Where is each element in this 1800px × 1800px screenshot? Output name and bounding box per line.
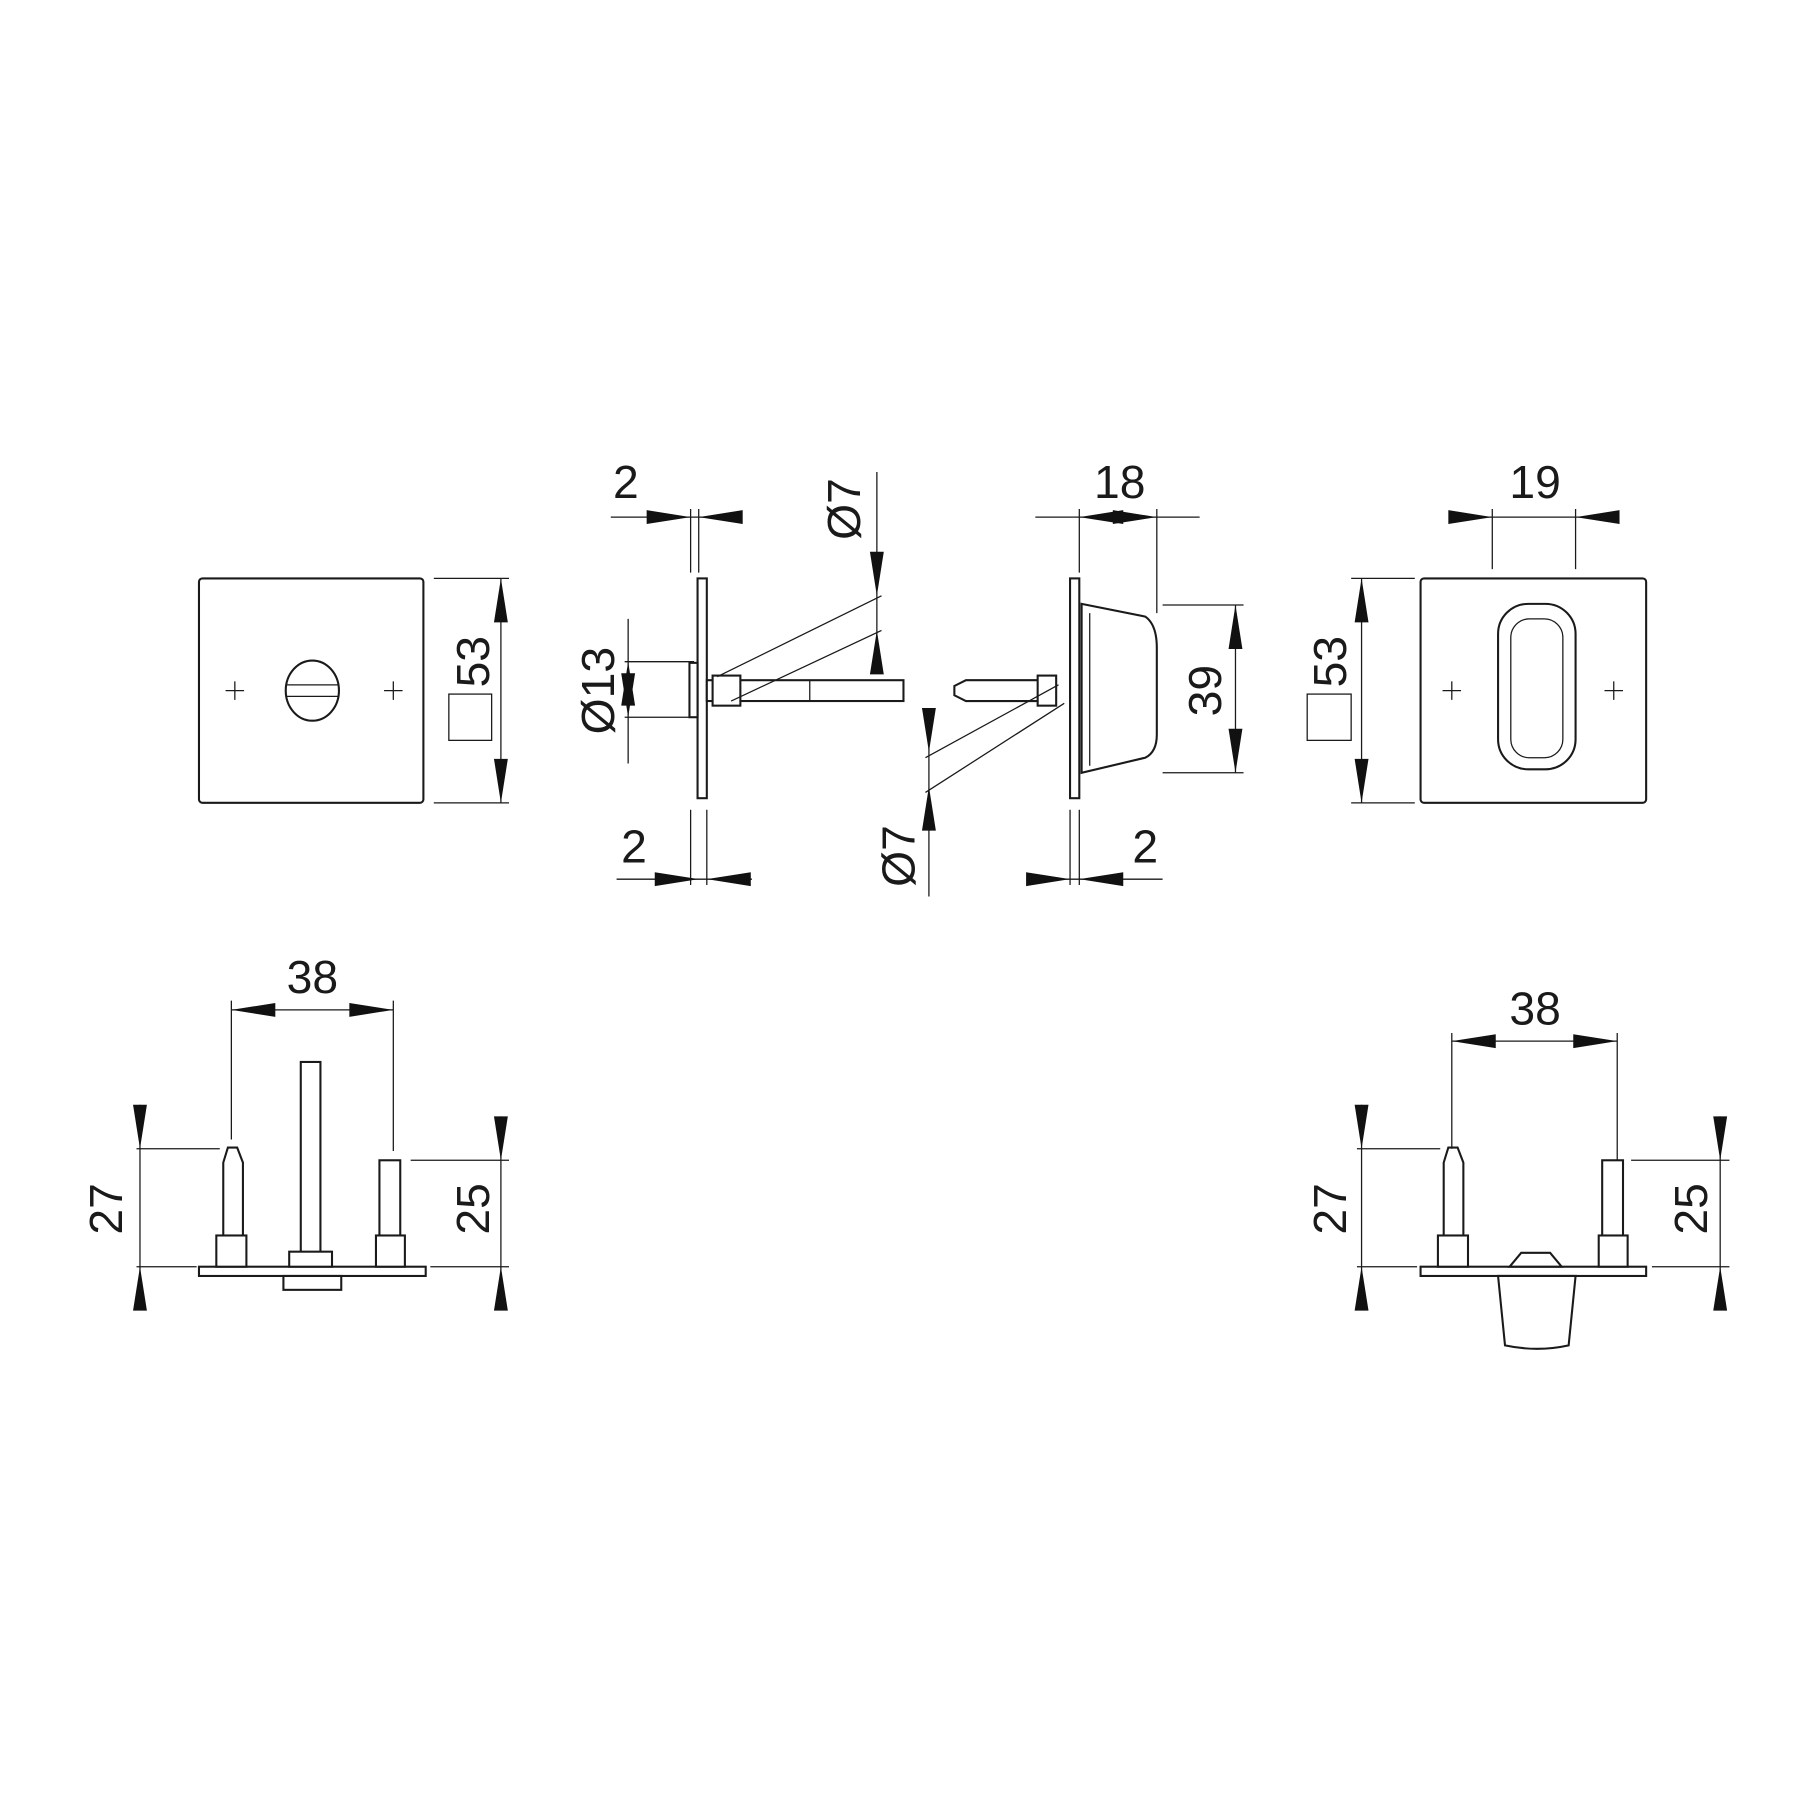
- dim-plate-thickness-top-left: 2: [613, 456, 639, 508]
- arrowhead-icon: [621, 673, 636, 718]
- left-rosette-top-view: 38 27 25: [80, 951, 509, 1308]
- square-symbol-icon: [1306, 693, 1352, 741]
- arrowhead-icon: [493, 1266, 508, 1311]
- dim-spindle-dia-bottom: Ø7: [873, 825, 925, 887]
- arrowhead-icon: [921, 786, 936, 831]
- arrowhead-icon: [1451, 1034, 1496, 1049]
- dim-rosette-size-left: 53: [447, 636, 499, 687]
- arrowhead-icon: [1448, 510, 1493, 525]
- arrowhead-icon: [1079, 510, 1124, 525]
- left-rosette-front-view: 53: [197, 577, 509, 804]
- arrowhead-icon: [231, 1002, 276, 1017]
- arrowhead-icon: [493, 758, 508, 803]
- dim-knob-depth: 18: [1094, 456, 1145, 508]
- arrowhead-icon: [1112, 510, 1157, 525]
- arrowhead-icon: [1354, 1104, 1369, 1149]
- arrowhead-icon: [1575, 510, 1620, 525]
- right-rosette-top-view: 38 27 25: [1304, 982, 1730, 1350]
- arrowhead-icon: [493, 578, 508, 623]
- arrowhead-icon: [921, 707, 936, 752]
- arrowhead-icon: [133, 1266, 147, 1311]
- dim-plate-thickness-bottom-right: 2: [1132, 820, 1158, 872]
- turn-knob-handle: [1497, 602, 1577, 771]
- arrowhead-icon: [1573, 1034, 1618, 1049]
- release-side-view: 2 2 Ø13 Ø7: [572, 456, 905, 885]
- arrowhead-icon: [1713, 1116, 1728, 1161]
- arrowhead-icon: [646, 510, 691, 525]
- arrowhead-icon: [133, 1104, 147, 1149]
- arrowhead-icon: [1354, 758, 1369, 803]
- emergency-release-knob: [284, 659, 340, 722]
- arrowhead-icon: [1079, 872, 1124, 887]
- dim-post-height-long-right: 27: [1304, 1183, 1356, 1234]
- screw-hole-marks: [225, 681, 403, 700]
- arrowhead-icon: [1026, 872, 1071, 887]
- dim-knob-height: 39: [1179, 665, 1231, 716]
- dim-handle-width: 19: [1509, 456, 1560, 508]
- arrowhead-icon: [654, 872, 699, 887]
- arrowhead-icon: [869, 551, 884, 596]
- dim-screw-spacing-right: 38: [1509, 982, 1560, 1034]
- arrowhead-icon: [1354, 1266, 1369, 1311]
- arrowhead-icon: [493, 1116, 508, 1161]
- dim-screw-spacing-left: 38: [287, 951, 338, 1003]
- arrowhead-icon: [706, 872, 751, 887]
- dim-spindle-dia-top: Ø7: [818, 478, 870, 540]
- dimension-arrows: [133, 510, 1728, 1311]
- dim-post-height-short-right: 25: [1665, 1183, 1717, 1234]
- turn-knob-profile: [1496, 1274, 1577, 1350]
- dim-plate-thickness-bottom-left: 2: [621, 820, 647, 872]
- dim-rosette-size-right: 53: [1304, 636, 1356, 687]
- right-rosette-front-view: 53 19: [1304, 456, 1648, 804]
- turn-knob-side-view: 18 2 39 Ø7: [873, 456, 1244, 897]
- dim-collar-dia: Ø13: [572, 647, 624, 734]
- arrowhead-icon: [869, 630, 884, 675]
- arrowhead-icon: [1228, 605, 1243, 649]
- arrowhead-icon: [349, 1002, 394, 1017]
- dim-post-height-long-left: 27: [80, 1183, 132, 1234]
- arrowhead-icon: [1713, 1266, 1728, 1311]
- square-symbol-icon: [448, 693, 493, 741]
- arrowhead-icon: [1354, 578, 1369, 623]
- dim-post-height-short-left: 25: [447, 1183, 499, 1234]
- arrowhead-icon: [698, 510, 743, 525]
- arrowhead-icon: [1228, 728, 1243, 773]
